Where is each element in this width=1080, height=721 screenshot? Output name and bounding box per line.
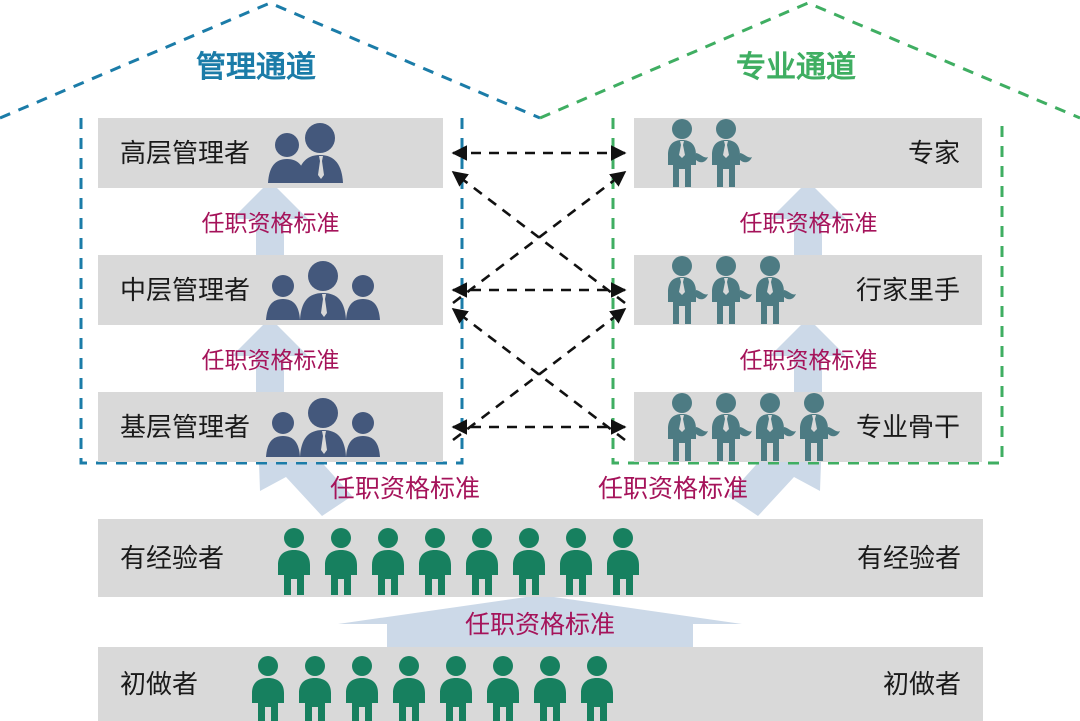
role-box-experienced[interactable]: 有经验者 有经验者 <box>98 519 983 597</box>
qualification-label-base-to-management: 任职资格标准 <box>329 475 480 503</box>
role-label-frontline-manager: 基层管理者 <box>120 412 251 442</box>
specialist-silhouette-icon <box>668 393 840 461</box>
role-box-beginner[interactable]: 初做者 初做者 <box>98 647 983 721</box>
specialist-silhouette-icon <box>668 119 752 187</box>
role-box-master[interactable]: 行家里手 <box>634 255 982 325</box>
management-channel-title: 管理通道 <box>196 51 316 84</box>
role-label-senior-manager: 高层管理者 <box>120 138 251 168</box>
crossover-diagonal-low-left-to-mid-right <box>452 307 627 442</box>
qualification-label-prof-upper: 任职资格标准 <box>739 210 878 236</box>
crossover-diagonal-mid-left-to-top-right <box>452 170 627 305</box>
role-label-beginner-left: 初做者 <box>120 669 199 699</box>
role-label-experienced-left: 有经验者 <box>120 543 225 573</box>
manager-figure-group-senior <box>263 123 443 183</box>
specialist-figure-group-expert <box>634 117 752 189</box>
role-label-middle-manager: 中层管理者 <box>120 275 251 305</box>
qualification-label-prof-lower: 任职资格标准 <box>739 347 878 373</box>
role-box-frontline-manager[interactable]: 基层管理者 <box>98 392 443 462</box>
role-label-experienced-right: 有经验者 <box>856 543 961 573</box>
manager-silhouette-icon <box>266 261 380 320</box>
role-box-expert[interactable]: 专家 <box>634 118 982 188</box>
manager-silhouette-icon <box>266 398 380 457</box>
role-label-master: 行家里手 <box>855 275 960 305</box>
manager-figure-group-frontline <box>263 397 443 457</box>
crossover-diagonal-mid-right-to-top-left <box>451 170 626 305</box>
qualification-label-mgmt-lower: 任职资格标准 <box>201 347 340 373</box>
staff-figure-group-beginner <box>246 655 620 721</box>
qualification-label-mgmt-upper: 任职资格标准 <box>201 210 340 236</box>
role-label-beginner-right: 初做者 <box>882 669 961 699</box>
role-label-expert: 专家 <box>907 138 960 168</box>
specialist-silhouette-icon <box>668 256 796 324</box>
specialist-figure-group-backbone <box>634 391 840 463</box>
manager-silhouette-icon <box>268 123 343 183</box>
staff-silhouette-icon <box>252 656 614 721</box>
staff-silhouette-icon <box>278 528 640 595</box>
crossover-diagonal-low-right-to-mid-left <box>451 307 626 442</box>
role-box-senior-manager[interactable]: 高层管理者 <box>98 118 443 188</box>
role-box-professional-backbone[interactable]: 专业骨干 <box>634 392 982 462</box>
qualification-label-base-levels: 任职资格标准 <box>464 611 615 639</box>
role-box-middle-manager[interactable]: 中层管理者 <box>98 255 443 325</box>
manager-figure-group-middle <box>263 260 443 320</box>
role-label-professional-backbone: 专业骨干 <box>855 412 960 442</box>
staff-figure-group-experienced <box>272 527 646 595</box>
qualification-label-base-to-professional: 任职资格标准 <box>597 475 748 503</box>
specialist-figure-group-master <box>634 254 796 326</box>
professional-channel-title: 专业通道 <box>736 51 856 84</box>
